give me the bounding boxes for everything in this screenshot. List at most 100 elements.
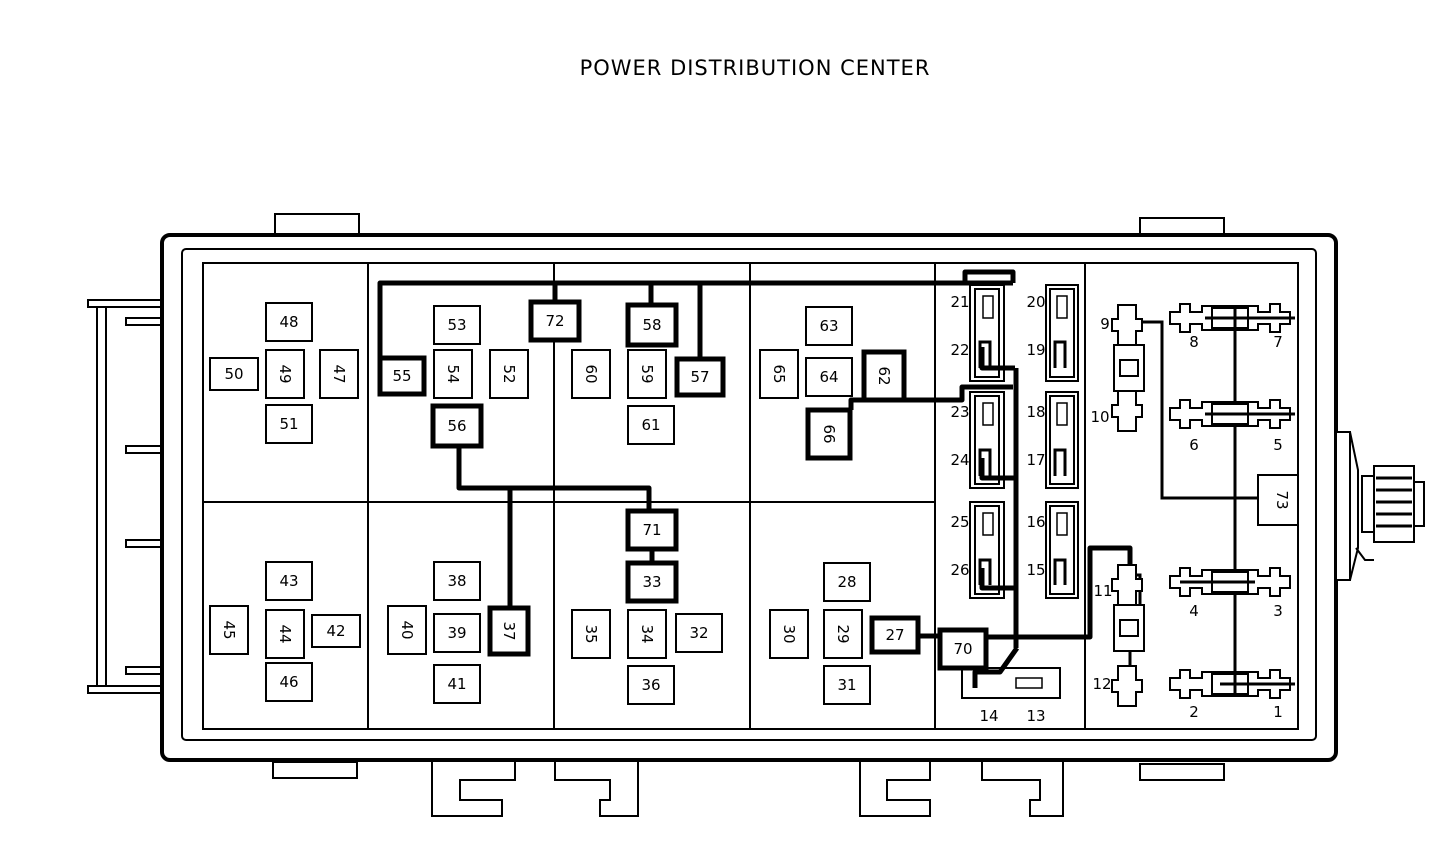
fuse-number: 42 [326,622,345,640]
fuse-outline [265,561,313,601]
bold-fuse-outline [937,627,989,671]
label-6: 6 [1189,436,1199,454]
fuse-number: 31 [837,676,856,694]
fuse-outline [627,405,675,445]
label-9: 9 [1100,315,1110,333]
fuse-number: 72 [545,312,564,330]
fuse-number: 35 [582,624,600,643]
fuse-box-33: 33 [625,560,679,604]
fuse-outline [627,349,667,399]
fuse-box-48: 48 [265,302,313,342]
bold-fuse-outline [625,508,679,552]
fuse-outline [489,349,529,399]
fuse-box-38: 38 [433,561,481,601]
fuse-number: 50 [224,365,243,383]
label-8: 8 [1189,333,1199,351]
fuse-box-65: 65 [759,349,799,399]
fuse-box-70: 70 [937,627,989,671]
fuse-box-37: 37 [487,605,531,657]
label-14: 14 [979,707,998,725]
fuse-box-52: 52 [489,349,529,399]
fuse-outline [805,306,853,346]
label-73: 73 [1273,490,1291,509]
label-18: 18 [1026,403,1045,421]
cartridge-fuses [1111,304,1145,707]
bold-fuse-outline [377,355,427,397]
fuse-box-30: 30 [769,609,809,659]
bold-fuse-outline [487,605,531,657]
fuse-outline [209,357,259,391]
page-title: POWER DISTRIBUTION CENTER [579,56,931,80]
fuse-box-59: 59 [627,349,667,399]
fuse-box-71: 71 [625,508,679,552]
fuse-number: 44 [276,624,294,643]
fuse-outline [805,357,853,397]
fuse-number: 43 [279,572,298,590]
fuse-box-45: 45 [209,605,249,655]
fuse-number: 65 [770,364,788,383]
fuse-box-49: 49 [265,349,305,399]
fuse-outline [433,305,481,345]
fuse-number: 54 [444,364,462,383]
bold-fuse-outline [805,407,853,461]
label-20: 20 [1026,293,1045,311]
label-2: 2 [1189,703,1199,721]
fuse-box-32: 32 [675,613,723,653]
maxi-fuses [1169,303,1295,699]
fuse-number: 53 [447,316,466,334]
fuse-number: 36 [641,676,660,694]
fuse-number: 62 [875,366,893,385]
fuse-number: 32 [689,624,708,642]
bold-fuse-outline [674,356,726,398]
fuse-number: 47 [330,364,348,383]
fuse-number: 41 [447,675,466,693]
fuse-box-63: 63 [805,306,853,346]
fuse-box-47: 47 [319,349,359,399]
fuse-outline [387,605,427,655]
fuse-box-27: 27 [869,615,921,655]
fuse-box-66: 66 [805,407,853,461]
label-22: 22 [950,341,969,359]
fuse-number: 45 [220,620,238,639]
fuse-number: 60 [582,364,600,383]
fuse-number: 48 [279,313,298,331]
fuse-outline [433,349,473,399]
fuse-number: 30 [780,624,798,643]
fuse-box-54: 54 [433,349,473,399]
fuse-box-51: 51 [265,404,313,444]
bold-fuse-outline [528,299,582,343]
label-17: 17 [1026,451,1045,469]
fuse-box-29: 29 [823,609,863,659]
fuse-number: 59 [638,364,656,383]
bold-fuse-outline [861,349,907,403]
label-5: 5 [1273,436,1283,454]
fuse-outline [319,349,359,399]
fuse-number: 52 [500,364,518,383]
label-15: 15 [1026,561,1045,579]
fuse-box-61: 61 [627,405,675,445]
fuse-number: 56 [447,417,466,435]
fuse-number: 27 [885,626,904,644]
label-19: 19 [1026,341,1045,359]
fuse-box-42: 42 [311,614,361,648]
fuse-outline [769,609,809,659]
label-21: 21 [950,293,969,311]
label-7: 7 [1273,333,1283,351]
label-24: 24 [950,451,969,469]
fuse-box-72: 72 [528,299,582,343]
fuse-box-56: 56 [430,403,484,449]
fuse-outline [823,562,871,602]
fuse-outline [823,609,863,659]
fuse-number: 29 [834,624,852,643]
relay-group [961,284,1079,699]
label-3: 3 [1273,602,1283,620]
fuse-number: 63 [819,317,838,335]
fuse-number: 64 [819,368,838,386]
bold-fuse-outline [625,560,679,604]
fuse-number: 38 [447,572,466,590]
fuse-box-55: 55 [377,355,427,397]
fuse-number: 66 [820,424,838,443]
fuse-outline [759,349,799,399]
fuse-box-35: 35 [571,609,611,659]
